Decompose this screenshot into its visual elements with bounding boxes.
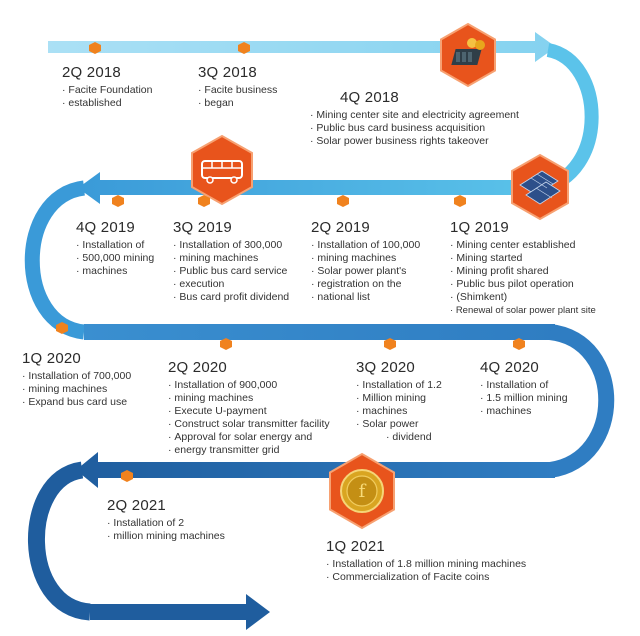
milestone-item: established	[62, 97, 152, 110]
milestone-item: Public bus pilot operation	[450, 278, 596, 291]
milestone-item: 1.5 million mining	[480, 392, 567, 405]
marker-1q-2020	[56, 322, 68, 334]
road-row-3	[84, 324, 555, 340]
milestone-item: Facite Foundation	[62, 84, 152, 97]
marker-2q-2021	[121, 470, 133, 482]
milestone-3q-2018: 3Q 2018 Facite business began	[198, 64, 277, 110]
marker-4q-2020	[513, 338, 525, 350]
milestone-item: began	[198, 97, 277, 110]
marker-3q-2018	[238, 42, 250, 54]
milestone-item: machines	[76, 265, 154, 278]
milestone-4q-2019: 4Q 2019 Installation of 500,000 mining m…	[76, 219, 154, 278]
milestone-item: Expand bus card use	[22, 396, 131, 409]
milestone-item: Installation of 900,000	[168, 379, 330, 392]
milestone-item: Solar power plant's	[311, 265, 420, 278]
milestone-quarter: 1Q 2021	[326, 538, 385, 555]
milestone-quarter: 4Q 2019	[76, 219, 135, 236]
milestone-item: mining machines	[22, 383, 131, 396]
milestone-item: mining machines	[311, 252, 420, 265]
milestone-item: Installation of 100,000	[311, 239, 420, 252]
milestone-4q-2020: 4Q 2020 Installation of 1.5 million mini…	[480, 359, 568, 418]
milestone-item: Solar power business rights takeover	[310, 135, 519, 148]
milestone-1q-2020: 1Q 2020 Installation of 700,000 mining m…	[22, 350, 131, 409]
milestone-2q-2020: 2Q 2020 Installation of 900,000 mining m…	[168, 359, 330, 457]
milestone-item: Installation of	[76, 239, 154, 252]
milestone-item: national list	[311, 291, 420, 304]
milestone-item: million mining machines	[107, 530, 224, 543]
milestone-1q-2019: 1Q 2019 Mining center established Mining…	[450, 219, 596, 317]
milestone-item: execution	[173, 278, 289, 291]
milestone-quarter: 2Q 2020	[168, 359, 227, 376]
road-curve-4	[27, 461, 92, 621]
road-row-4	[76, 452, 555, 488]
milestone-quarter: 3Q 2020	[356, 359, 415, 376]
milestone-quarter: 4Q 2020	[480, 359, 539, 376]
milestone-item: Public bus card business acquisition	[310, 122, 519, 135]
road-row-2	[78, 172, 545, 204]
marker-2q-2020	[220, 338, 232, 350]
milestone-item: mining machines	[168, 392, 330, 405]
milestone-item: 500,000 mining	[76, 252, 154, 265]
marker-2q-2019	[337, 195, 349, 207]
milestone-item: registration on the	[311, 278, 420, 291]
coin-icon: f	[329, 452, 395, 530]
road-row-1	[48, 32, 556, 62]
milestone-item: (Shimkent)	[450, 291, 596, 304]
milestone-quarter: 1Q 2020	[22, 350, 81, 367]
solar-panel-icon	[511, 153, 569, 221]
milestone-quarter: 3Q 2018	[198, 64, 257, 81]
milestone-1q-2021: 1Q 2021 Installation of 1.8 million mini…	[326, 538, 526, 584]
milestone-item: Installation of 1.8 million mining machi…	[326, 558, 526, 571]
milestone-item: Installation of 300,000	[173, 239, 289, 252]
milestone-item: Commercialization of Facite coins	[326, 571, 526, 584]
marker-3q-2020	[384, 338, 396, 350]
milestone-item: machines	[480, 405, 568, 418]
milestone-quarter: 3Q 2019	[173, 219, 232, 236]
milestone-item: Installation of 2	[107, 517, 225, 530]
milestone-item: dividend	[356, 431, 442, 444]
milestone-item: Renewal of solar power plant site	[450, 304, 596, 317]
milestone-item: mining machines	[173, 252, 289, 265]
milestone-2q-2021: 2Q 2021 Installation of 2 million mining…	[107, 497, 225, 543]
milestone-item: machines	[356, 405, 442, 418]
milestone-item: energy transmitter grid	[168, 444, 330, 457]
milestone-item: Installation of 700,000	[22, 370, 131, 383]
milestone-item: Installation of	[480, 379, 568, 392]
milestone-item: Installation of 1.2	[356, 379, 441, 392]
marker-1q-2019	[454, 195, 466, 207]
milestone-quarter: 2Q 2021	[107, 497, 166, 514]
milestone-item: Execute U-payment	[168, 405, 330, 418]
milestone-item: Solar power	[356, 418, 442, 431]
milestone-3q-2019: 3Q 2019 Installation of 300,000 mining m…	[173, 219, 289, 304]
milestone-item: Million mining	[356, 392, 442, 405]
milestone-2q-2018: 2Q 2018 Facite Foundation established	[62, 64, 152, 110]
milestone-item: Mining started	[450, 252, 596, 265]
milestone-item: Public bus card service	[173, 265, 289, 278]
marker-3q-2019	[198, 195, 210, 207]
milestone-item: Construct solar transmitter facility	[168, 418, 329, 431]
milestone-quarter: 2Q 2019	[311, 219, 370, 236]
marker-4q-2019	[112, 195, 124, 207]
milestone-item: Bus card profit dividend	[173, 291, 289, 304]
svg-text:f: f	[359, 481, 367, 502]
milestone-item: Mining profit shared	[450, 265, 596, 278]
marker-2q-2018	[89, 42, 101, 54]
milestone-item: Mining center site and electricity agree…	[310, 109, 519, 122]
road-final-arrow	[90, 594, 270, 630]
mining-rig-icon	[440, 22, 496, 88]
milestone-item: Mining center established	[450, 239, 596, 252]
road-curve-3	[548, 324, 615, 478]
bus-icon	[191, 134, 253, 206]
milestone-quarter: 4Q 2018	[340, 89, 399, 106]
milestone-quarter: 2Q 2018	[62, 64, 121, 81]
milestone-4q-2018: 4Q 2018 Mining center site and electrici…	[316, 89, 519, 148]
milestone-item: Approval for solar energy and	[168, 431, 330, 444]
milestone-quarter: 1Q 2019	[450, 219, 509, 236]
milestone-item: Facite business	[198, 84, 277, 97]
milestone-3q-2020: 3Q 2020 Installation of 1.2 Million mini…	[356, 359, 442, 444]
milestone-2q-2019: 2Q 2019 Installation of 100,000 mining m…	[311, 219, 420, 304]
